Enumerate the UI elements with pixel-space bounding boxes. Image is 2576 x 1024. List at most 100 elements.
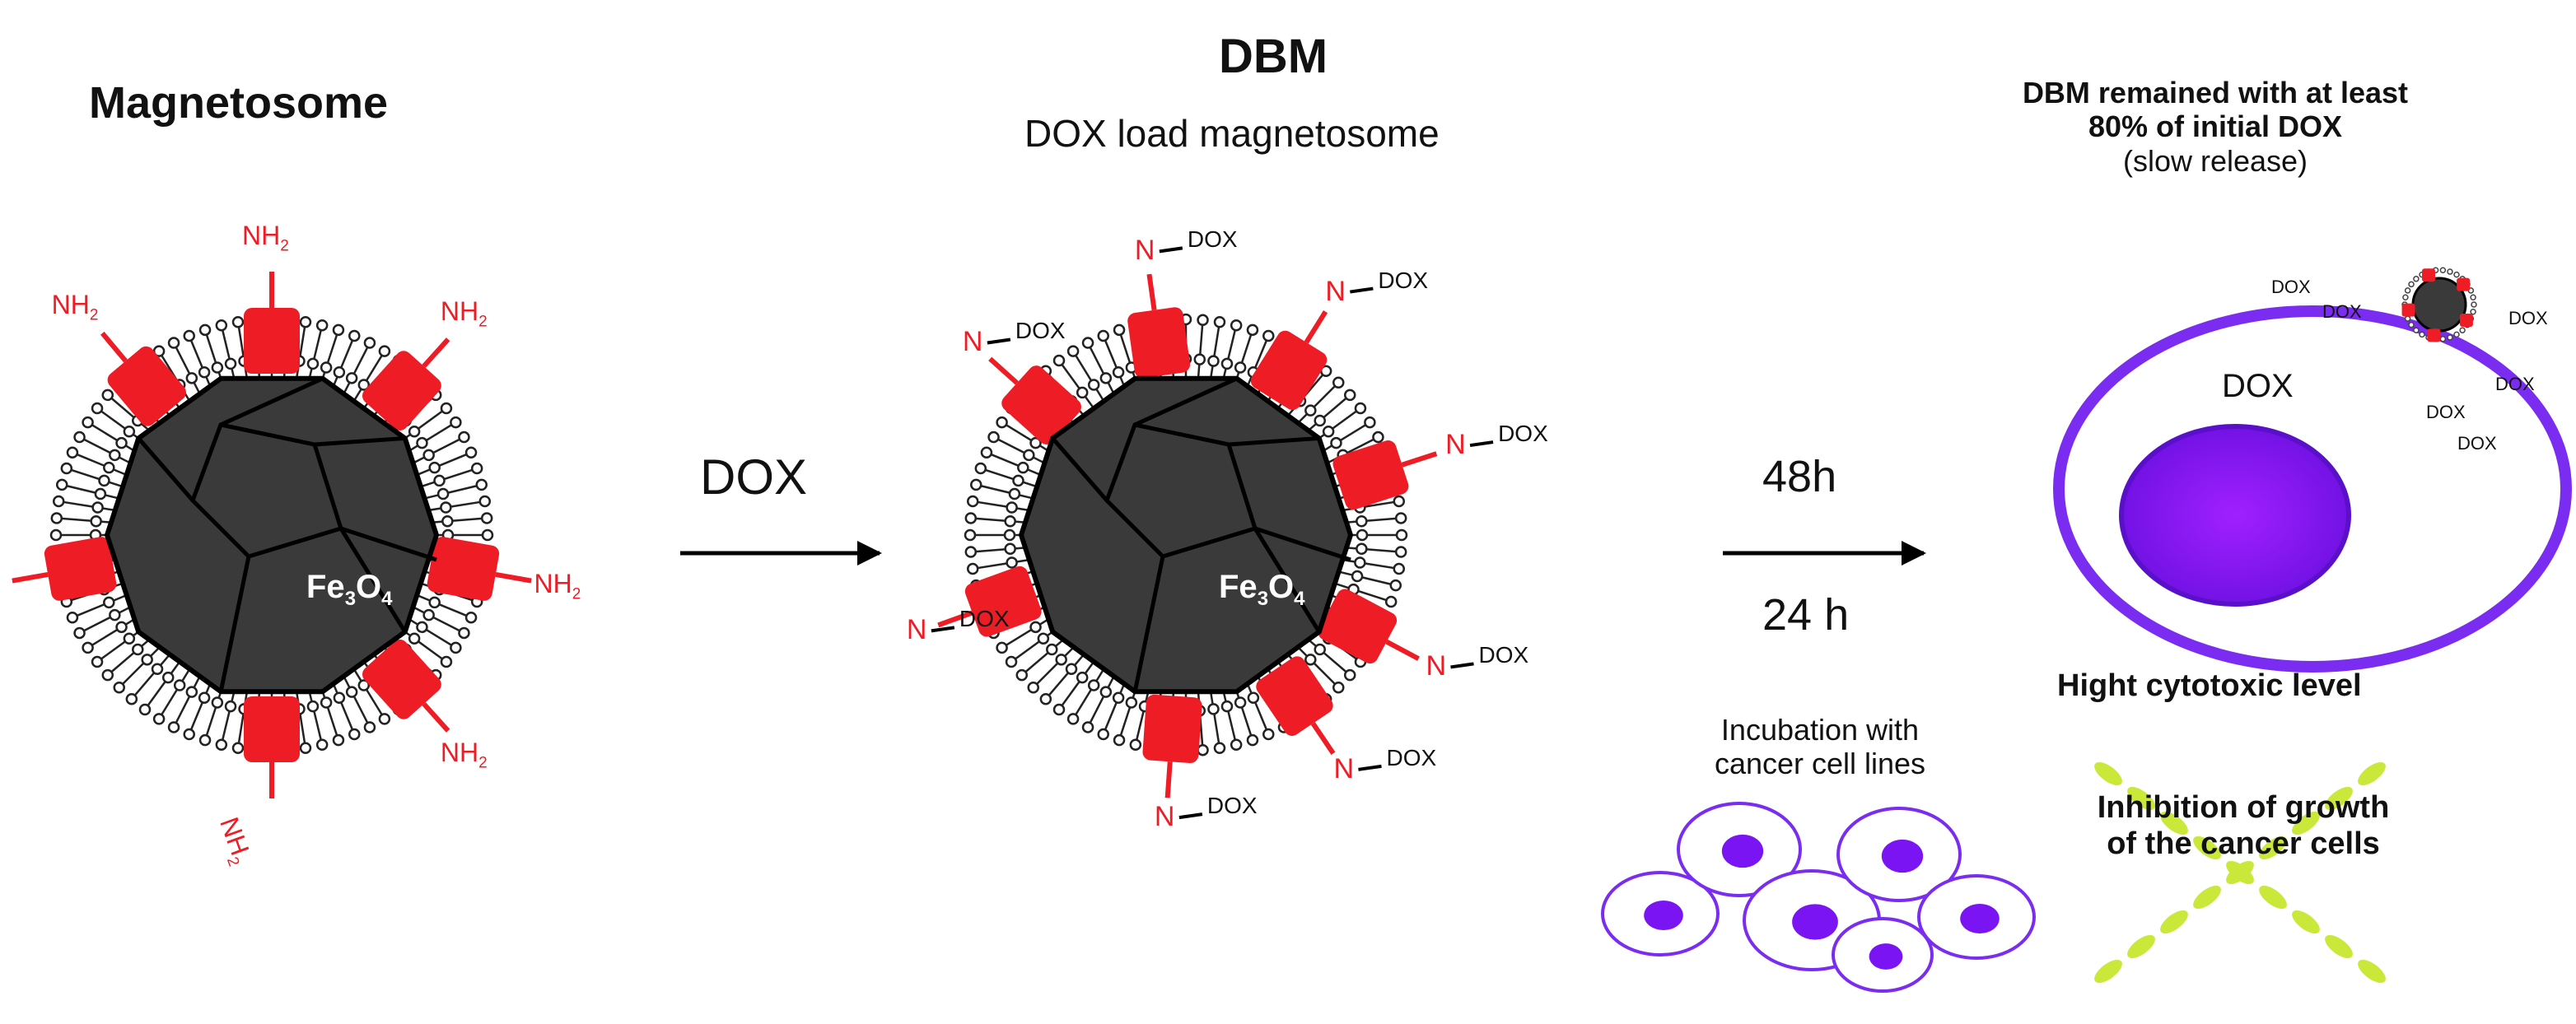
surface-group-block xyxy=(964,566,1042,637)
lipid-tail xyxy=(446,485,478,495)
surface-group-block xyxy=(44,537,117,601)
x-mark-dot xyxy=(2127,787,2155,810)
lipid-tail xyxy=(110,650,137,673)
lipid-head xyxy=(1207,703,1220,715)
lipid-head xyxy=(138,703,152,716)
lipid-head xyxy=(167,337,180,349)
lipid-head xyxy=(91,501,104,514)
lipid-tail xyxy=(91,424,119,443)
lipid-tail xyxy=(298,712,306,744)
lipid-head xyxy=(1112,366,1125,379)
lipid-head xyxy=(1097,329,1109,342)
lipid-tail xyxy=(1036,661,1060,685)
lipid-tail xyxy=(1253,700,1268,730)
x-mark-dot xyxy=(2358,762,2386,785)
lipid-head xyxy=(996,416,1008,429)
lipid-head xyxy=(1099,372,1113,384)
lipid-tail xyxy=(237,326,245,358)
fe3o4-core xyxy=(1019,375,1353,695)
lipid-head xyxy=(333,366,346,379)
lipid-head xyxy=(1029,436,1042,449)
lipid-head xyxy=(422,449,435,462)
lipid-head xyxy=(441,514,454,528)
dox-label: DOX xyxy=(1498,421,1548,447)
lipid-head xyxy=(974,462,987,475)
lipid-head xyxy=(211,361,224,374)
lipid-head xyxy=(1052,354,1066,367)
lipid-head xyxy=(332,323,345,337)
lipid-tail xyxy=(975,517,1007,523)
lipid-head xyxy=(1304,404,1317,417)
dox-label: DOX xyxy=(1478,642,1529,668)
lipid-tail xyxy=(61,517,93,523)
lipid-tail xyxy=(1104,340,1118,370)
lipid-head xyxy=(1037,632,1050,645)
lipid-tail xyxy=(1104,700,1118,730)
dox-label: DOX xyxy=(1015,318,1066,344)
lipid-head xyxy=(224,700,237,713)
lipid-tail xyxy=(175,347,192,376)
lipid-head xyxy=(1322,425,1335,438)
lipid-tail xyxy=(1345,438,1374,455)
lipid-head xyxy=(101,389,114,402)
n-linker-label: N xyxy=(906,614,927,646)
lipid-tail xyxy=(1321,650,1347,673)
growth-inhibition-x-mark xyxy=(2094,762,2386,983)
lipid-tail xyxy=(83,438,113,455)
lipid-head xyxy=(66,446,79,458)
lipid-tail xyxy=(189,700,204,730)
lipid-tail xyxy=(205,334,217,365)
lipid-head xyxy=(1004,514,1016,528)
lipid-head xyxy=(315,738,329,752)
lipid-tail xyxy=(977,561,1009,570)
lipid-head xyxy=(470,462,483,475)
lipid-tail xyxy=(449,500,481,509)
lipid-head xyxy=(167,721,180,733)
x-mark-dot xyxy=(2292,812,2320,835)
surface-group-linker xyxy=(1304,310,1328,344)
lipid-tail xyxy=(77,603,107,617)
lipid-head xyxy=(480,512,493,524)
dox-label: DOX xyxy=(1206,793,1258,819)
cell-nucleus xyxy=(1721,834,1764,868)
lipid-tail xyxy=(991,453,1021,468)
lipid-tail xyxy=(997,438,1027,455)
lipid-head xyxy=(1262,728,1275,741)
lipid-head xyxy=(198,323,212,337)
lipid-head xyxy=(1220,700,1234,713)
lipid-head xyxy=(109,608,121,621)
lipid-head xyxy=(1113,323,1126,337)
lipid-tail xyxy=(1356,589,1387,602)
x-mark-dot xyxy=(2193,836,2221,859)
lipid-tail xyxy=(431,615,460,632)
lipid-head xyxy=(173,679,186,691)
lipid-tail xyxy=(1061,364,1081,391)
lipid-tail xyxy=(416,640,443,660)
lipid-head xyxy=(50,512,63,524)
cell-nucleus xyxy=(1792,904,1838,940)
lipid-head xyxy=(1213,315,1226,328)
lipid-head xyxy=(152,713,166,725)
small-dbm-particle-icon xyxy=(2401,267,2477,342)
surface-group-block xyxy=(362,640,441,719)
lipid-head xyxy=(1393,562,1406,575)
lipid-head xyxy=(1394,512,1407,524)
surface-group-linker xyxy=(988,356,1019,385)
lipid-tail xyxy=(63,500,95,509)
lipid-tail xyxy=(1321,397,1347,420)
surface-group-block xyxy=(1127,307,1191,379)
lipid-head xyxy=(1012,474,1024,487)
x-mark-dot xyxy=(2226,861,2254,884)
nh2-label: NH2 xyxy=(51,290,99,324)
lipid-tail xyxy=(1075,355,1094,383)
lipid-head xyxy=(1230,319,1243,332)
lipid-head xyxy=(964,546,978,558)
lipid-head xyxy=(91,402,104,415)
lipid-head xyxy=(1372,431,1384,444)
lipid-head xyxy=(320,696,333,709)
lipid-tail xyxy=(424,424,452,443)
dox-bond xyxy=(1469,440,1494,448)
lipid-head xyxy=(183,728,195,741)
lipid-tail xyxy=(1136,709,1146,741)
lipid-head xyxy=(345,372,358,384)
